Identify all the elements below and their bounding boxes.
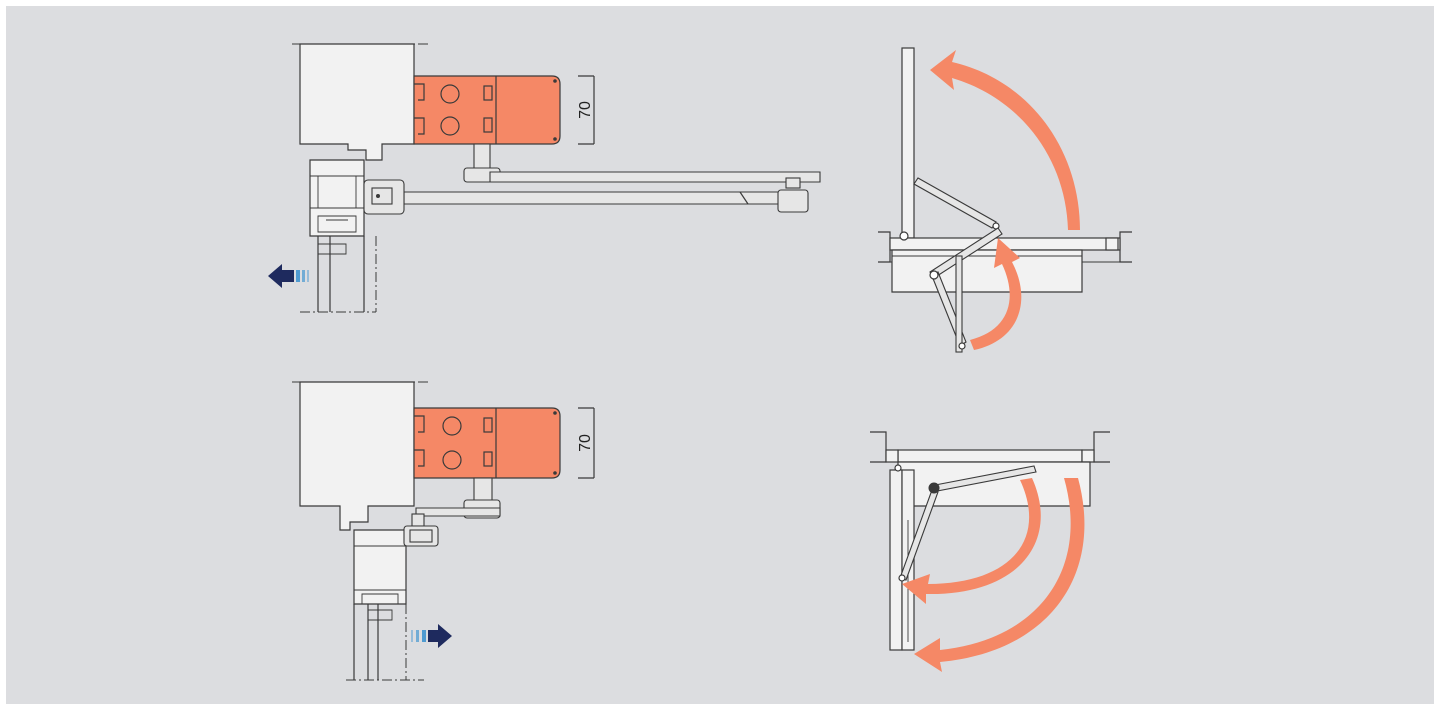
bottom-section-view: 70 — [292, 381, 595, 681]
door-leaf-open-bottom — [889, 469, 903, 651]
frame-profile — [309, 159, 365, 312]
closer-arm-assembly-bottom — [403, 477, 501, 547]
dimension-label-bottom: 70 — [577, 434, 594, 452]
door-closer-body — [413, 75, 561, 145]
frame-profile-bottom — [353, 529, 407, 680]
door-leaf-open — [901, 47, 915, 239]
opening-arc-arrow-icon-bottom — [902, 478, 1041, 604]
bottom-plan-view — [870, 431, 1110, 672]
dimension-label-top: 70 — [577, 101, 594, 119]
door-closer-body-bottom — [413, 407, 561, 479]
direction-arrow-right-icon — [411, 624, 452, 648]
direction-arrow-left-icon — [268, 264, 309, 288]
lintel-block — [299, 43, 415, 161]
top-section-view: 70 — [268, 43, 821, 313]
diagram-background — [6, 6, 1434, 704]
closer-arm-assembly — [363, 143, 821, 215]
top-plan-view — [878, 47, 1132, 353]
opening-arc-arrow-icon — [930, 50, 1080, 230]
